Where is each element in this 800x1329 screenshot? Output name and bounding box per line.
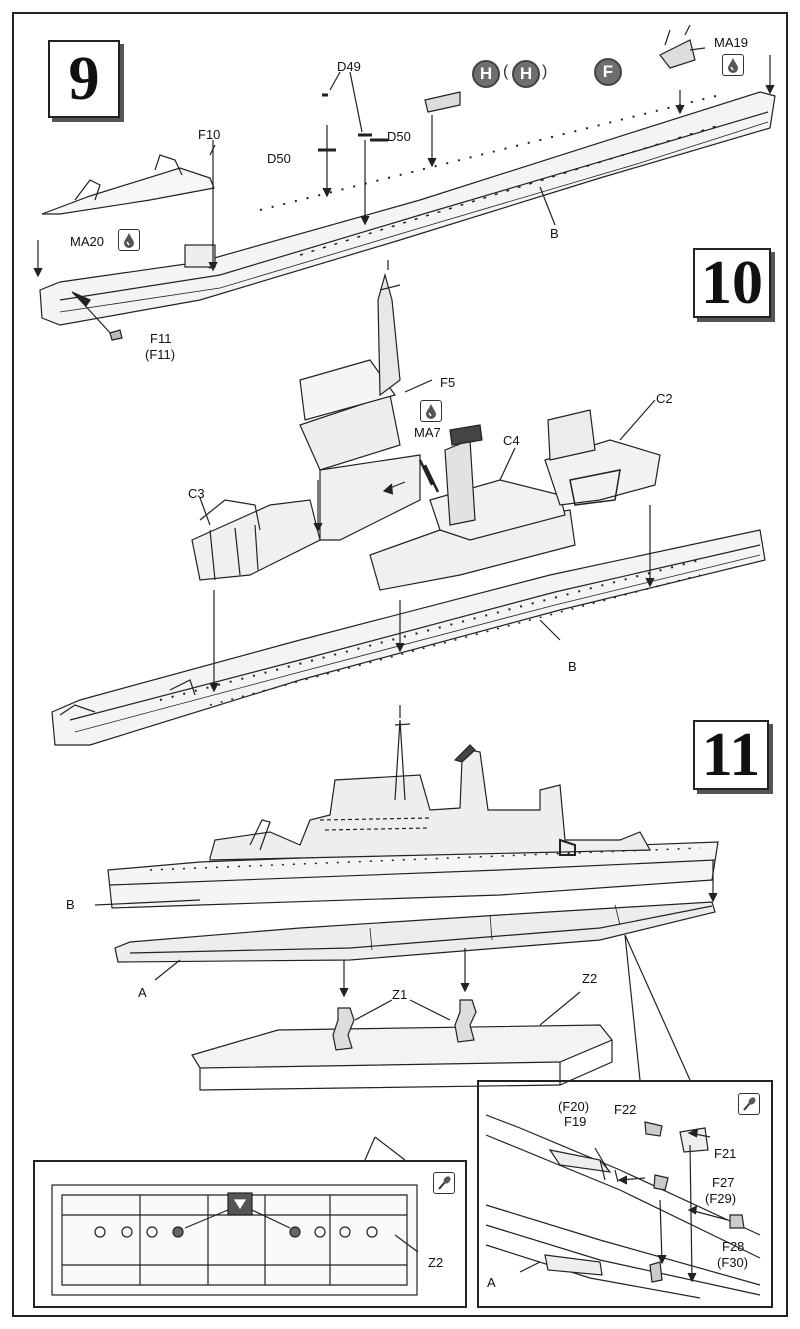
step11-assembly: [94, 705, 719, 1161]
label-c3: C3: [188, 486, 205, 501]
label-c4: C4: [503, 433, 520, 448]
step-9-number: 9: [48, 40, 120, 118]
paren-close: ): [542, 63, 548, 80]
label-d50-right: D50: [387, 129, 411, 144]
label-f28: F28: [722, 1239, 745, 1254]
detail-inset-stand-base: [33, 1160, 467, 1308]
paint-drop-icon: [420, 400, 442, 422]
detail-left-art: [51, 1184, 419, 1296]
detail-right-art: [485, 1114, 761, 1299]
label-f5: F5: [440, 375, 456, 390]
paint-drop-icon: [722, 54, 744, 76]
label-d49: D49: [337, 59, 361, 74]
glue-brush-icon: [433, 1172, 455, 1194]
part-group-h-marker: H: [472, 60, 500, 88]
page-frame: [12, 12, 788, 1317]
label-ma7: MA7: [414, 425, 441, 440]
label-f19: F19: [564, 1114, 587, 1129]
label-b-step11: B: [66, 897, 75, 912]
label-f10: F10: [198, 127, 221, 142]
label-a-step11: A: [138, 985, 147, 1000]
label-b-step9: B: [550, 226, 559, 241]
label-z1: Z1: [392, 987, 408, 1002]
paint-drop-icon: [118, 229, 140, 251]
label-f21: F21: [714, 1146, 737, 1161]
label-f11: F11: [150, 331, 172, 346]
label-f22: F22: [614, 1102, 637, 1117]
label-ma19: MA19: [714, 35, 748, 50]
label-a-detail: A: [487, 1275, 496, 1290]
step10-assembly: [51, 260, 766, 746]
label-b-step10: B: [568, 659, 577, 674]
label-f11-alt: (F11): [145, 347, 176, 362]
step-11-number: 11: [693, 720, 769, 790]
part-group-h-marker-alt: H: [512, 60, 540, 88]
label-f30: (F30): [717, 1255, 749, 1270]
label-f29: (F29): [705, 1191, 737, 1206]
label-d50-left: D50: [267, 151, 291, 166]
part-group-f-marker: F: [594, 58, 622, 86]
label-z2-step11: Z2: [582, 971, 598, 986]
label-f20: (F20): [558, 1099, 590, 1114]
label-ma20: MA20: [70, 234, 104, 249]
glue-brush-icon: [738, 1093, 760, 1115]
label-c2: C2: [656, 391, 673, 406]
detail-inset-rigging: [477, 1080, 773, 1308]
label-z2-detail: Z2: [428, 1255, 444, 1270]
step-10-number: 10: [693, 248, 771, 318]
label-f27: F27: [712, 1175, 735, 1190]
step9-hull: [33, 24, 776, 341]
paren-open: (: [503, 63, 509, 80]
